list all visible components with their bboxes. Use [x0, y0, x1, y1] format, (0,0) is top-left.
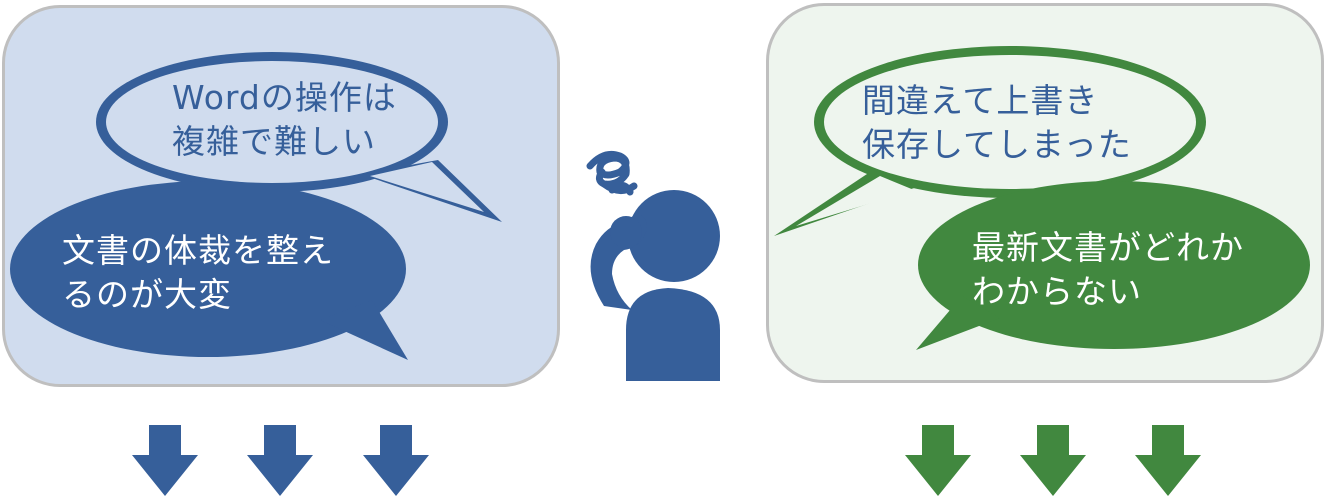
right-outline-bubble-text: 間違えて上書き 保存してしまった: [862, 79, 1132, 167]
down-arrow-icon: [132, 425, 198, 496]
right-filled-bubble-text: 最新文書がどれか わからない: [972, 226, 1244, 314]
down-arrow-icon: [247, 425, 313, 496]
left-filled-bubble: [10, 181, 408, 360]
right-outline-line1: 間違えて上書き: [862, 81, 1099, 120]
right-filled-line2: わからない: [972, 272, 1142, 311]
down-arrow-icon: [1020, 425, 1086, 496]
right-filled-line1: 最新文書がどれか: [972, 228, 1244, 267]
right-filled-bubble: [916, 181, 1310, 350]
down-arrow-icon: [1135, 425, 1201, 496]
left-filled-line1: 文書の体裁を整え: [62, 231, 334, 270]
left-outline-line2: 複雑で難しい: [172, 122, 376, 161]
right-outline-line2: 保存してしまった: [862, 125, 1132, 164]
right-outline-bubble: [774, 46, 1206, 236]
left-down-arrows: [132, 425, 429, 496]
troubled-person-icon: [586, 150, 720, 381]
left-filled-bubble-text: 文書の体裁を整え るのが大変: [62, 229, 334, 317]
right-down-arrows: [905, 425, 1201, 496]
left-outline-bubble: [96, 52, 502, 222]
down-arrow-icon: [363, 425, 429, 496]
left-filled-line2: るのが大変: [62, 275, 232, 314]
left-outline-bubble-text: Wordの操作は 複雑で難しい: [172, 76, 397, 164]
down-arrow-icon: [905, 425, 971, 496]
left-outline-line1: Wordの操作は: [172, 78, 397, 117]
